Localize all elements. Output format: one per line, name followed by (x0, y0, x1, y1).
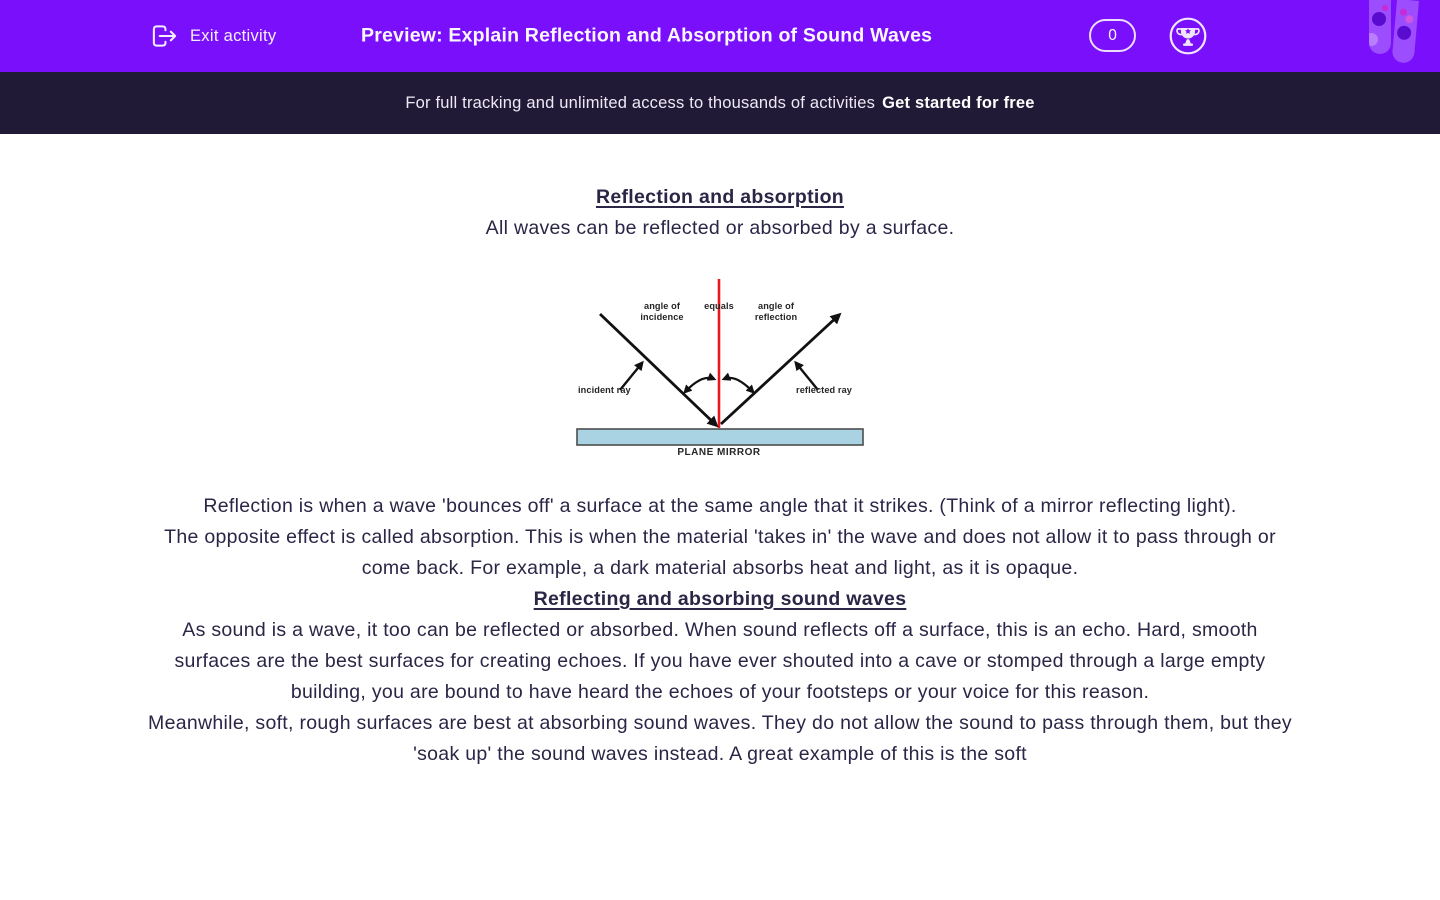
plane-mirror-bar (576, 428, 864, 446)
test-tube-icon (1391, 0, 1419, 64)
section-heading-sound-waves: Reflecting and absorbing sound waves (533, 588, 907, 610)
incident-ray-label: incident ray (578, 385, 632, 395)
paragraph-echo: As sound is a wave, it too can be reflec… (174, 619, 1266, 703)
section-heading-reflection-absorption: Reflection and absorption (595, 186, 844, 208)
exit-icon (150, 23, 179, 49)
incident-ray-line (599, 312, 719, 428)
reflected-ray-pointer-arrow (794, 360, 819, 391)
app-header: Exit activity Preview: Explain Reflectio… (0, 0, 1440, 72)
reflected-ray-line (720, 312, 842, 426)
angle-of-reflection-label-line2: reflection (755, 312, 798, 322)
angle-arc-left (683, 372, 717, 394)
intro-text: All waves can be reflected or absorbed b… (485, 217, 955, 239)
angle-arc-right (721, 372, 755, 394)
equals-label: equals (704, 301, 734, 311)
test-tubes-decoration (1369, 0, 1427, 68)
score-value: 0 (1108, 26, 1117, 44)
plane-mirror-label: PLANE MIRROR (677, 447, 761, 458)
exit-activity-button[interactable]: Exit activity (150, 23, 276, 49)
incident-ray-pointer-arrow (619, 360, 644, 391)
trophy-button[interactable] (1169, 17, 1207, 55)
promo-banner: For full tracking and unlimited access t… (0, 72, 1440, 134)
angle-of-reflection-label-line1: angle of (758, 301, 795, 311)
test-tube-icon (1369, 0, 1391, 54)
reflected-ray-label: reflected ray (796, 385, 853, 395)
paragraph-reflection: Reflection is when a wave 'bounces off' … (203, 495, 1237, 517)
trophy-icon (1169, 17, 1207, 58)
score-badge: 0 (1089, 19, 1136, 52)
exit-activity-label: Exit activity (190, 26, 277, 45)
angle-of-incidence-label-line2: incidence (640, 312, 683, 322)
activity-content: Reflection and absorption All waves can … (145, 134, 1295, 770)
page-title: Preview: Explain Reflection and Absorpti… (361, 24, 933, 47)
paragraph-absorbing-sound: Meanwhile, soft, rough surfaces are best… (148, 712, 1292, 765)
angle-of-incidence-label-line1: angle of (644, 301, 681, 311)
reflection-diagram: angle of incidence equals angle of refle… (575, 270, 865, 460)
get-started-link[interactable]: Get started for free (882, 93, 1035, 112)
paragraph-absorption: The opposite effect is called absorption… (164, 526, 1276, 579)
promo-text: For full tracking and unlimited access t… (405, 93, 876, 112)
